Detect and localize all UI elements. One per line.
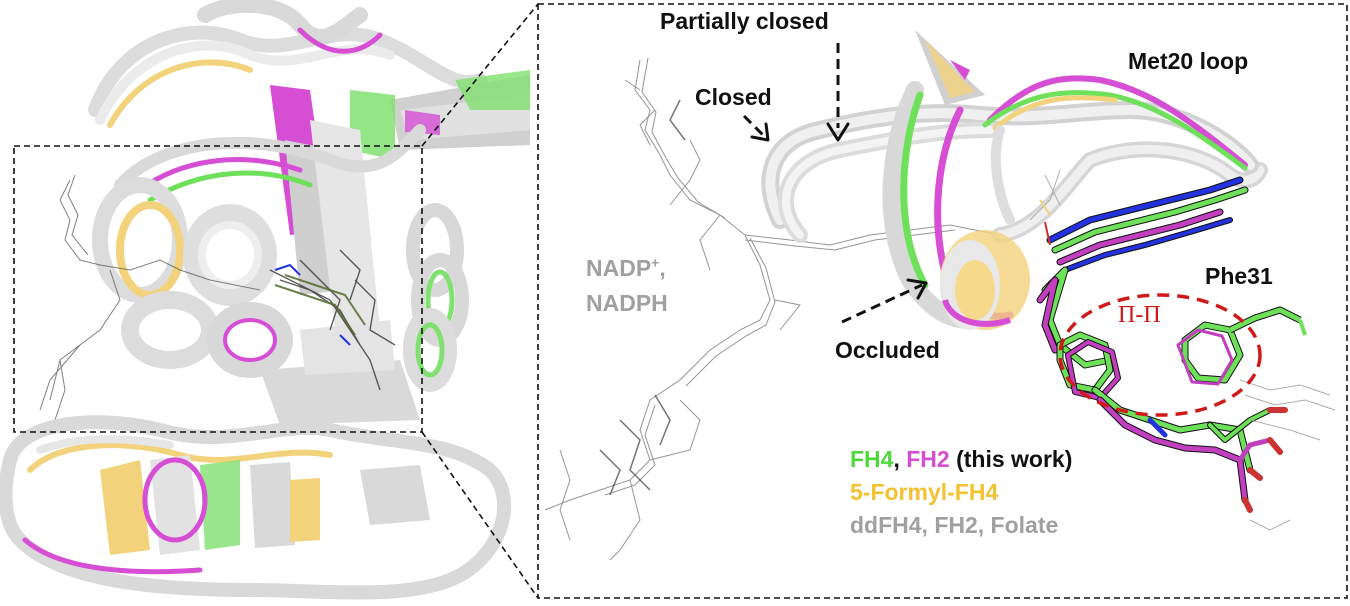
legend-formyl-fh4: 5-Formyl-FH4 bbox=[850, 479, 999, 505]
pi-pi-interaction-ellipse bbox=[1058, 293, 1262, 417]
label-phe31: Phe31 bbox=[1205, 263, 1273, 289]
label-partially-closed: Partially closed bbox=[660, 8, 829, 34]
phe31-residue bbox=[1176, 306, 1307, 386]
label-nadp: NADP+, bbox=[586, 255, 666, 281]
inset-box bbox=[13, 145, 423, 433]
legend-others: ddFH4, FH2, Folate bbox=[850, 512, 1059, 538]
legend-fh2: FH2 bbox=[906, 446, 950, 472]
fh-ligands bbox=[1036, 176, 1288, 513]
label-closed: Closed bbox=[695, 84, 772, 110]
label-occluded: Occluded bbox=[835, 337, 940, 363]
label-nadph: NADPH bbox=[586, 290, 668, 316]
label-nadp-base: NADP bbox=[586, 255, 652, 281]
legend-line-this-work: FH4, FH2 (this work) bbox=[850, 446, 1072, 472]
zoom-connector-top bbox=[421, 3, 539, 147]
legend-this-work: (this work) bbox=[949, 446, 1073, 472]
protein-overview bbox=[0, 0, 530, 600]
legend-fh4: FH4 bbox=[850, 446, 894, 472]
zoom-box bbox=[537, 3, 1348, 599]
label-nadp-sup: + bbox=[651, 254, 660, 271]
zoom-connector-bottom bbox=[421, 431, 539, 599]
label-pi-pi: Π-Π bbox=[1118, 302, 1161, 328]
label-nadp-comma: , bbox=[659, 255, 666, 281]
legend-comma: , bbox=[893, 446, 907, 472]
active-site-zoom bbox=[544, 30, 1336, 561]
label-met20-loop: Met20 loop bbox=[1128, 48, 1249, 74]
annotation-arrows bbox=[742, 43, 923, 324]
